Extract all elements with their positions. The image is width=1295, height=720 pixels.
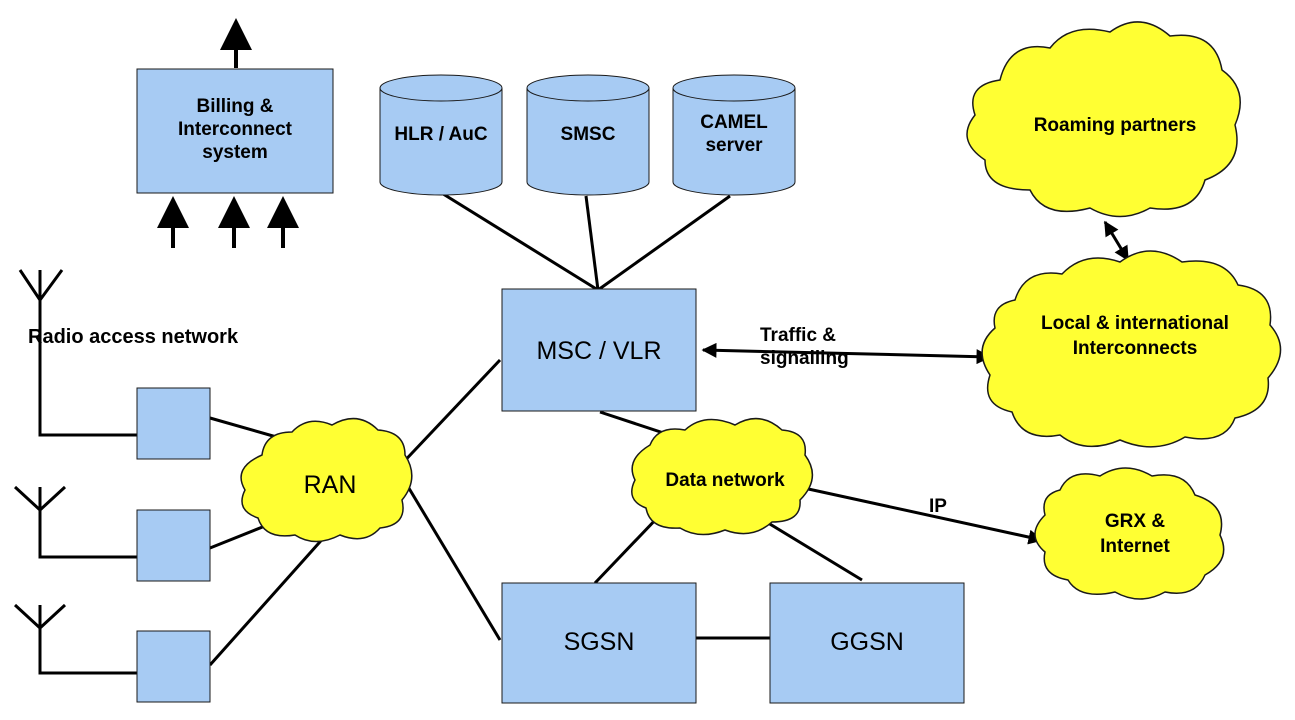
camel-server-database bbox=[672, 74, 796, 196]
line-hlr-msc bbox=[439, 190, 599, 292]
data-network-cloud bbox=[631, 417, 814, 536]
base-station-1 bbox=[136, 387, 211, 460]
ip-label: IP bbox=[929, 496, 947, 517]
antenna-icon bbox=[13, 603, 138, 675]
roaming-partners-label: Roaming partners bbox=[1033, 115, 1197, 136]
base-station-2 bbox=[136, 509, 211, 582]
hlr-auc-database bbox=[379, 74, 503, 196]
ran-label: RAN bbox=[303, 471, 357, 499]
antenna-icon bbox=[18, 269, 138, 437]
antennas bbox=[13, 269, 138, 675]
radio-access-network-label: Radio access network bbox=[28, 326, 239, 348]
ggsn-box bbox=[769, 582, 965, 704]
antenna-icon bbox=[13, 485, 138, 559]
smsc-database bbox=[526, 74, 650, 196]
line-camel-msc bbox=[597, 194, 731, 292]
roaming-partners-cloud bbox=[966, 21, 1241, 218]
smsc-label: SMSC bbox=[560, 124, 616, 145]
databases bbox=[379, 74, 796, 196]
ggsn-label: GGSN bbox=[830, 628, 904, 656]
interconnects-cloud bbox=[981, 250, 1282, 448]
traffic-signalling-arrow bbox=[701, 342, 992, 365]
line-bs1-ran bbox=[209, 416, 281, 440]
base-station-3 bbox=[136, 630, 211, 703]
data-network-label: Data network bbox=[665, 470, 785, 491]
line-msc-ran bbox=[394, 358, 502, 472]
sgsn-label: SGSN bbox=[563, 628, 635, 656]
line-data-ggsn bbox=[754, 513, 863, 582]
hlr-auc-label: HLR / AuC bbox=[394, 124, 488, 145]
line-bs3-ran bbox=[208, 524, 337, 666]
arrows bbox=[157, 18, 299, 248]
line-data-sgsn bbox=[593, 513, 662, 585]
ran-cloud bbox=[240, 417, 413, 543]
msc-vlr-label: MSC / VLR bbox=[536, 337, 662, 365]
boxes bbox=[136, 68, 965, 704]
line-smsc-msc bbox=[584, 195, 600, 291]
grx-internet-label: GRX &Internet bbox=[1100, 511, 1170, 557]
line-ran-sgsn bbox=[396, 469, 502, 641]
traffic-signalling-label: Traffic &signalling bbox=[760, 325, 849, 369]
double-arrows bbox=[701, 220, 1130, 545]
clouds bbox=[240, 21, 1282, 600]
ip-arrow bbox=[788, 480, 1044, 545]
connector-lines bbox=[208, 190, 863, 666]
grx-internet-cloud bbox=[1034, 467, 1225, 600]
roaming-interconnect-arrow bbox=[1103, 220, 1130, 262]
msc-vlr-box bbox=[501, 288, 697, 412]
billing-box bbox=[136, 68, 334, 194]
sgsn-box bbox=[501, 582, 697, 704]
